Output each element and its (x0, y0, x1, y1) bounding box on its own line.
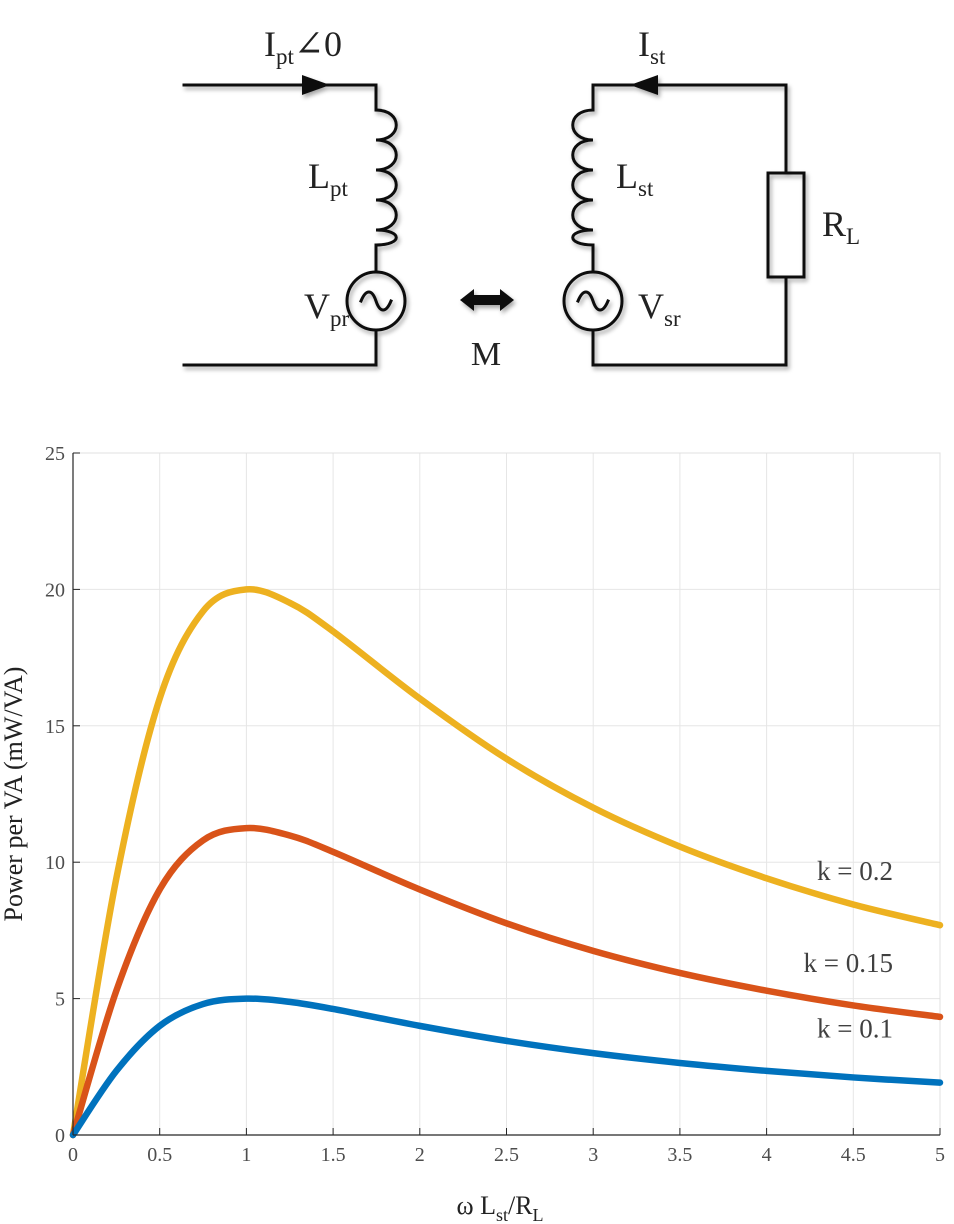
y-tick-label: 5 (55, 989, 65, 1011)
secondary-current-label: Ist (638, 24, 666, 69)
series-label-k-0-2: k = 0.2 (817, 856, 893, 886)
secondary-source-label: Vsr (638, 286, 681, 331)
y-tick-label: 0 (55, 1125, 65, 1147)
secondary-source-sine (576, 290, 610, 312)
x-tick-label: 3 (588, 1144, 598, 1166)
primary-current-arrow (302, 75, 330, 95)
x-tick-label: 1 (241, 1144, 251, 1166)
series-label-k-0-15: k = 0.15 (804, 948, 893, 978)
y-tick-label: 10 (45, 852, 65, 874)
primary-source-sine (359, 290, 393, 312)
mutual-coupling-arrow (460, 289, 514, 311)
secondary-top-wire (591, 83, 788, 175)
x-tick-label: 0.5 (147, 1144, 172, 1166)
chart-grid (72, 452, 941, 1136)
primary-inductor-label: Lpt (308, 156, 349, 201)
secondary-inductor-label: Lst (616, 156, 654, 201)
series-line-k-0-2 (69, 586, 944, 1139)
primary-inductor-coil (374, 108, 398, 274)
circuit-diagram: Ipt∠0 Ist Lpt Lst Vpr Vsr RL M (182, 24, 860, 373)
series-label-k-0-1: k = 0.1 (817, 1014, 893, 1044)
primary-bottom-wire (182, 328, 378, 367)
x-tick-label: 5 (935, 1144, 945, 1166)
x-tick-label: 3.5 (667, 1144, 692, 1166)
chart-series-lines (69, 586, 944, 1139)
chart-axes (72, 452, 941, 1136)
y-tick-label: 15 (45, 716, 65, 738)
primary-top-wire (182, 83, 378, 112)
y-axis-title: Power per VA (mW/VA) (0, 667, 28, 922)
mutual-inductance-label: M (471, 336, 501, 373)
load-resistor-label: RL (822, 204, 860, 249)
secondary-bottom-wire (591, 275, 788, 367)
chart-tick-labels: 0 0.5 1 1.5 2 2.5 3 3.5 4 4.5 5 0 5 10 15 20 25 (45, 443, 945, 1166)
x-tick-label: 2.5 (494, 1144, 519, 1166)
series-line-k-0-1 (69, 995, 944, 1139)
primary-source-label: Vpr (304, 286, 350, 331)
x-tick-label: 4 (762, 1144, 772, 1166)
series-line-k-0-15 (69, 824, 944, 1139)
primary-current-label: Ipt∠0 (264, 24, 342, 69)
x-tick-label: 0 (68, 1144, 78, 1166)
x-tick-label: 4.5 (841, 1144, 866, 1166)
x-tick-label: 2 (415, 1144, 425, 1166)
y-tick-label: 20 (45, 579, 65, 601)
chart-series-labels: k = 0.2 k = 0.15 k = 0.1 (804, 856, 893, 1043)
y-tick-label: 25 (45, 443, 65, 465)
x-axis-title: ω Lst/RL (456, 1191, 543, 1224)
secondary-current-arrow (630, 75, 658, 95)
load-resistor-box (766, 171, 806, 279)
x-tick-label: 1.5 (321, 1144, 346, 1166)
secondary-inductor-coil (571, 108, 595, 274)
